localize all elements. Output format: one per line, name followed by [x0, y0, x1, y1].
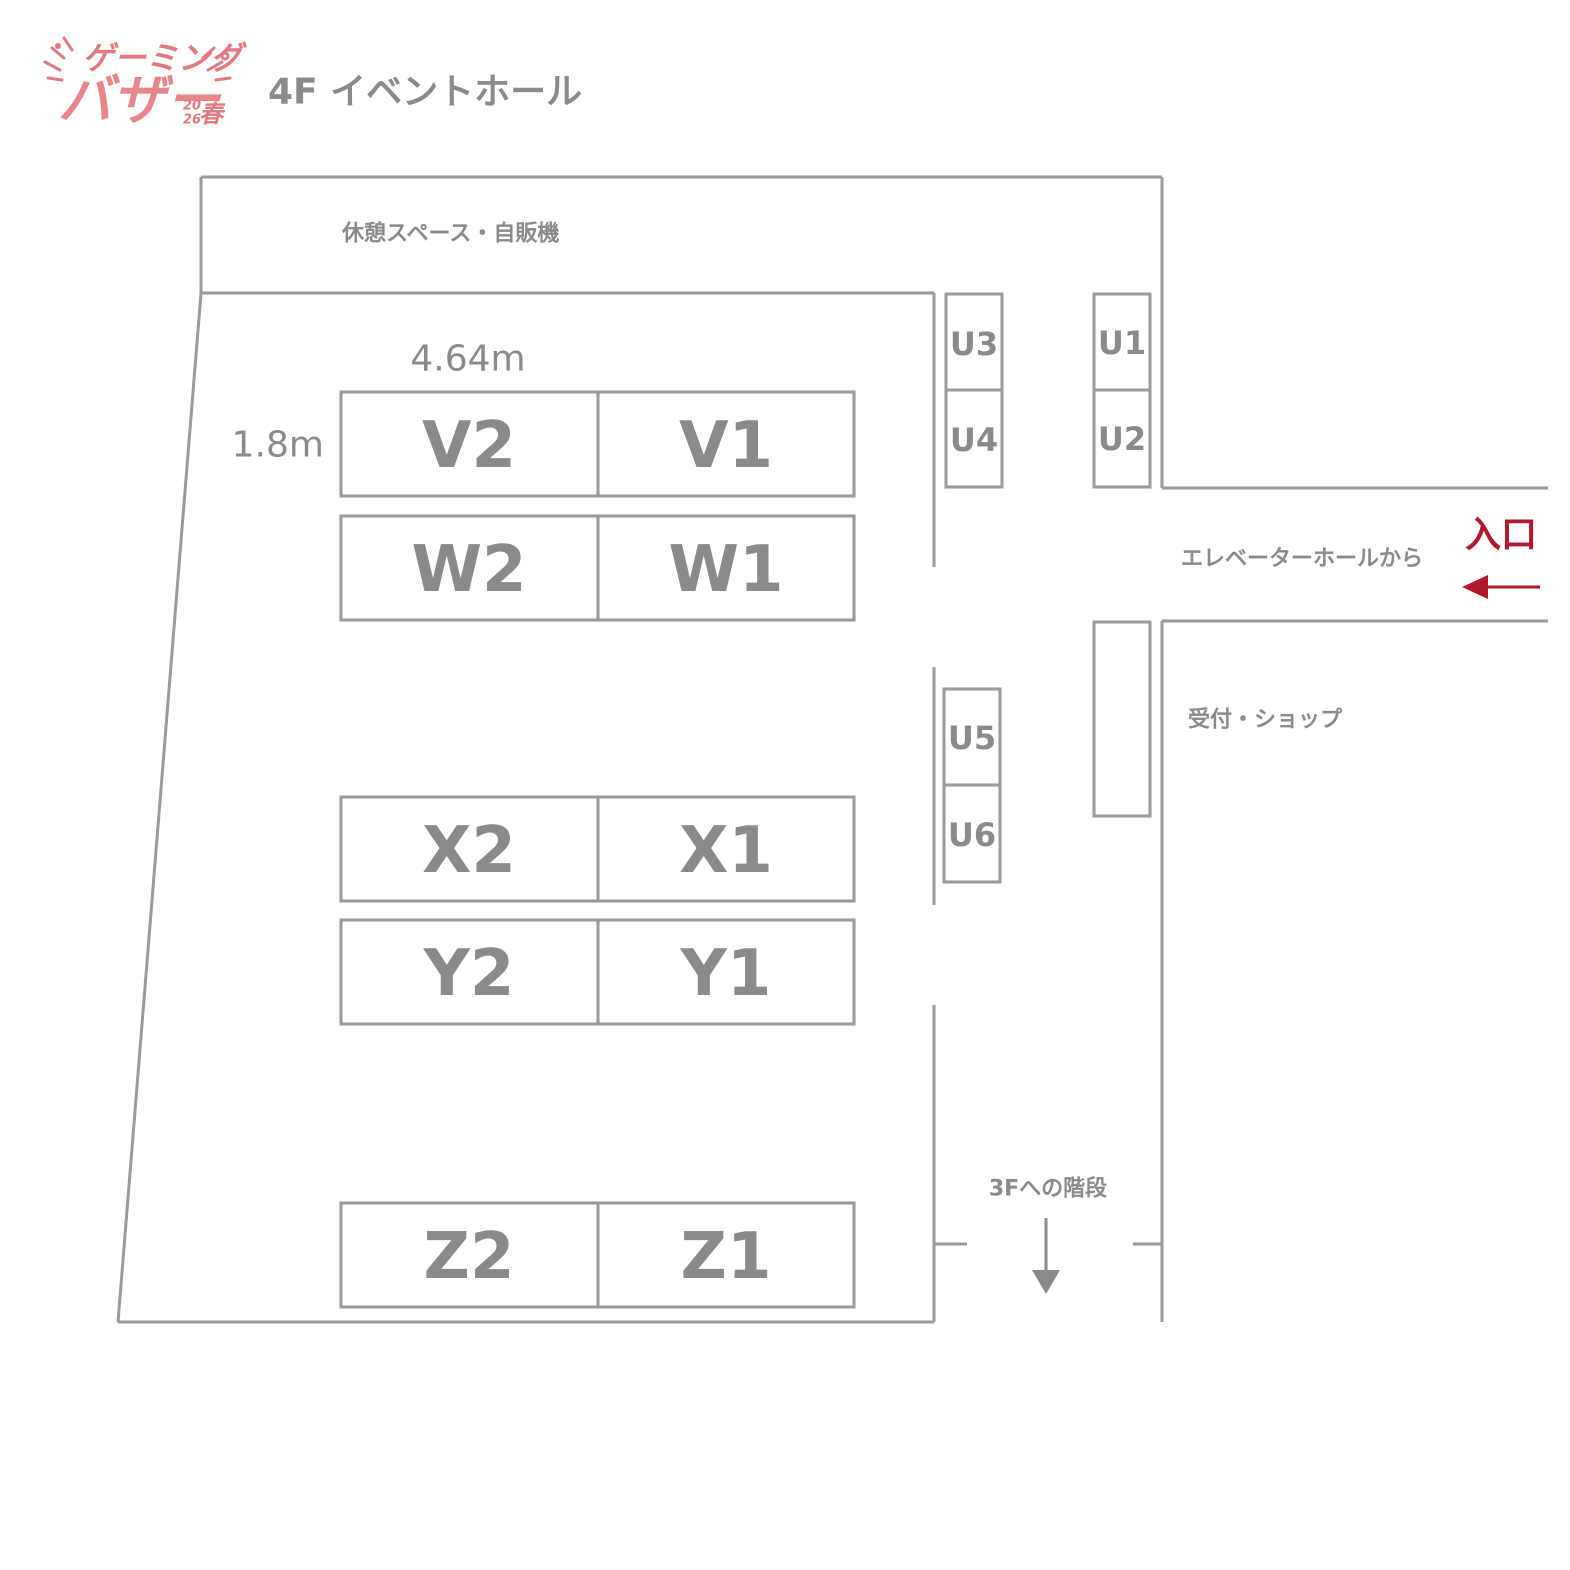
- reception-label: 受付・ショップ: [1188, 707, 1343, 733]
- walls: [116, 175, 1548, 1324]
- booth-Y2[interactable]: Y2: [339, 918, 600, 1026]
- logo-year-top: 20: [183, 99, 201, 114]
- booth-Y1[interactable]: Y1: [596, 918, 856, 1026]
- booth-V2[interactable]: V2: [339, 390, 600, 498]
- booth-label: U5: [948, 719, 996, 757]
- rest-area-label: 休憩スペース・自販機: [341, 221, 559, 247]
- booth-W1[interactable]: W1: [596, 514, 856, 622]
- stairs-label: 3Fへの階段: [989, 1176, 1107, 1202]
- reception-counter: [1092, 620, 1152, 818]
- booth-label: Z2: [424, 1220, 515, 1294]
- booth-X2[interactable]: X2: [339, 795, 600, 903]
- booth-label: Y2: [423, 937, 515, 1011]
- booth-label: W1: [668, 533, 783, 607]
- booth-U2[interactable]: U2: [1092, 388, 1152, 489]
- logo-burst-icon: [43, 36, 232, 82]
- booth-label: U1: [1098, 324, 1146, 362]
- booth-label: Y1: [680, 937, 772, 1011]
- booth-label: V2: [422, 409, 516, 483]
- booth-V1[interactable]: V1: [596, 390, 856, 498]
- booth-X1[interactable]: X1: [596, 795, 856, 903]
- logo-year-bottom: 26: [183, 113, 201, 128]
- booth-W2[interactable]: W2: [339, 514, 600, 622]
- booth-label: V1: [679, 409, 773, 483]
- entrance-label: 入口: [1465, 515, 1537, 556]
- booth-Z2[interactable]: Z2: [339, 1201, 600, 1309]
- event-logo: ゲーミング バザー 20 26 春: [43, 36, 247, 132]
- logo-line1: ゲーミング: [82, 39, 247, 77]
- booth-width-label: 4.64m: [410, 339, 525, 380]
- booth-label: X1: [679, 814, 773, 888]
- arrow-left-icon: [1462, 575, 1540, 599]
- logo-season: 春: [199, 100, 226, 128]
- booth-label: U6: [948, 816, 996, 854]
- booth-U6[interactable]: U6: [942, 783, 1002, 884]
- booth-U3[interactable]: U3: [944, 292, 1004, 392]
- booth-U4[interactable]: U4: [944, 388, 1004, 489]
- booth-label: U4: [950, 421, 998, 459]
- logo-line2: バザー: [58, 69, 222, 132]
- booth-label: U3: [950, 325, 998, 363]
- booth-depth-label: 1.8m: [232, 425, 324, 466]
- booth-Z1[interactable]: Z1: [596, 1201, 856, 1309]
- booth-label: Z1: [681, 1220, 772, 1294]
- booth-label: X2: [422, 814, 516, 888]
- page-title: 4F イベントホール: [268, 72, 582, 113]
- booth-U1[interactable]: U1: [1092, 292, 1152, 392]
- arrow-down-icon: [1032, 1218, 1060, 1294]
- elevator-hall-label: エレベーターホールから: [1181, 547, 1423, 572]
- booth-U5[interactable]: U5: [942, 687, 1002, 787]
- booth-label: U2: [1098, 420, 1146, 458]
- booth-label: W2: [411, 533, 526, 607]
